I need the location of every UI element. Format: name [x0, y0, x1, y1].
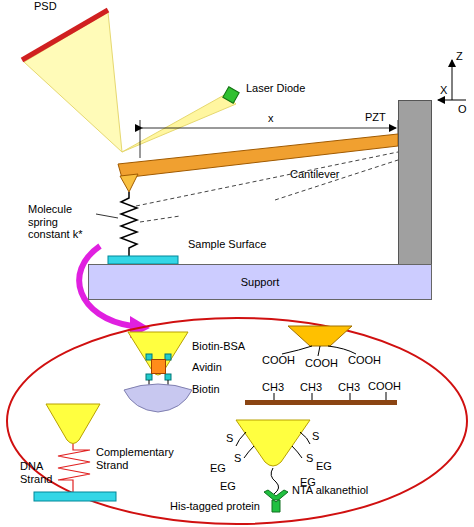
part-label: CH3	[300, 381, 322, 394]
chain	[244, 446, 254, 458]
substrate	[245, 400, 397, 405]
cantilever-tip	[120, 174, 138, 192]
chain	[292, 446, 302, 458]
dna-surface	[34, 492, 116, 501]
part-label: CH3	[338, 381, 360, 394]
dimension-line	[142, 128, 396, 129]
dimension-tick	[140, 120, 141, 158]
part-label: X	[440, 84, 447, 97]
part-label: COOH	[262, 354, 295, 367]
afm-tip	[46, 404, 100, 444]
part-label: EG	[220, 480, 236, 493]
deflection-dash	[275, 160, 398, 200]
part-label: S	[306, 452, 313, 465]
cantilever-beam	[118, 134, 398, 178]
part-label: Z	[456, 50, 463, 63]
chain	[236, 432, 246, 446]
support-block: Support	[88, 264, 432, 300]
biotin-mark	[165, 374, 171, 380]
part-label: Sample Surface	[186, 238, 268, 251]
molecule-spring	[121, 192, 137, 256]
laser-shape	[223, 87, 239, 103]
afm-tip	[236, 420, 310, 466]
node-label: PZT	[365, 111, 386, 124]
part-label: DNA Strand	[20, 460, 60, 485]
bead-surface	[124, 384, 192, 412]
part-label: S	[312, 430, 319, 443]
leader-line	[96, 214, 118, 218]
laser-diode: Laser Diode	[222, 86, 240, 104]
part-label: O	[458, 103, 467, 116]
part-label: Molecule spring constant k*	[28, 203, 100, 241]
node-label: PSD	[34, 0, 57, 13]
part-label: His-tagged protein	[170, 500, 260, 513]
part-label: Complementary Strand	[96, 446, 178, 471]
pzt-scanner: PZT	[398, 100, 432, 265]
x-axis	[438, 100, 466, 101]
psd-detector: PSD	[22, 10, 108, 60]
avidin-block: Avidin	[151, 359, 166, 374]
psd-bar	[22, 10, 108, 60]
afm-tip	[288, 326, 352, 346]
node-label: Support	[241, 276, 280, 289]
afm-tip	[128, 332, 188, 375]
part-label: S	[234, 452, 241, 465]
part-label: COOH	[368, 380, 401, 393]
part-label: CH3	[262, 381, 284, 394]
part-label: EG	[316, 460, 332, 473]
node-label: Avidin	[192, 361, 222, 374]
part-label: Biotin	[192, 383, 220, 396]
part-label: x	[268, 112, 274, 125]
chain	[274, 392, 386, 400]
part-label: COOH	[348, 354, 381, 367]
dna-strand	[58, 444, 90, 492]
chain	[328, 346, 356, 354]
biotin-mark	[146, 374, 152, 380]
chain	[318, 346, 320, 356]
his-tag-protein	[264, 490, 288, 512]
part-label: Biotin-BSA	[192, 340, 245, 353]
part-label: COOH	[305, 357, 338, 370]
node-label: Laser Diode	[246, 82, 305, 95]
part-label: EG	[210, 462, 226, 475]
chain	[282, 346, 312, 354]
z-axis	[452, 60, 453, 100]
part-label: Cantilever	[290, 168, 340, 181]
sample-surface	[108, 256, 178, 264]
nta-chain	[271, 468, 278, 494]
deflection-dash	[140, 216, 180, 222]
psd-bar	[22, 10, 108, 60]
part-label: S	[226, 432, 233, 445]
detail-ellipse	[7, 318, 467, 524]
incident-beam	[122, 94, 236, 152]
laser-shape	[222, 86, 240, 104]
chain	[300, 432, 310, 444]
part-label: NTA alkanethiol	[292, 484, 368, 497]
